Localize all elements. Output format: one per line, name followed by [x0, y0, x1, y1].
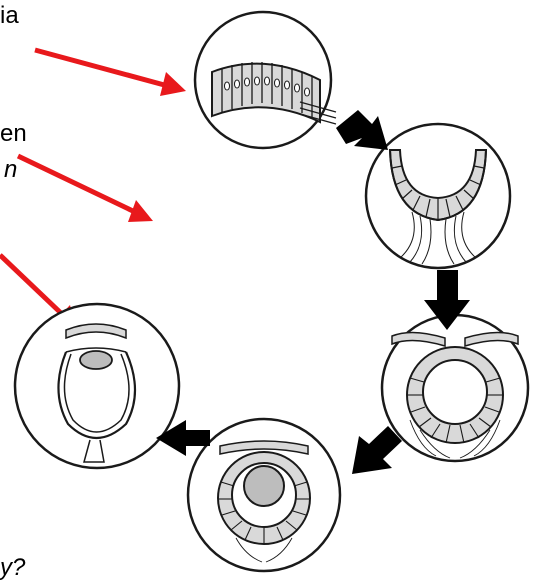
stage-circle-5: [15, 304, 179, 468]
stage-circle-3: [382, 315, 528, 461]
stage-circle-2: [366, 124, 510, 268]
red-arrow-1: [35, 50, 186, 96]
black-arrow-3-to-4: [352, 426, 402, 474]
stage-circle-1: [195, 12, 336, 148]
red-arrow-2: [18, 156, 153, 222]
black-arrow-1-to-2: [336, 110, 388, 150]
stage-circle-4: [188, 419, 340, 571]
